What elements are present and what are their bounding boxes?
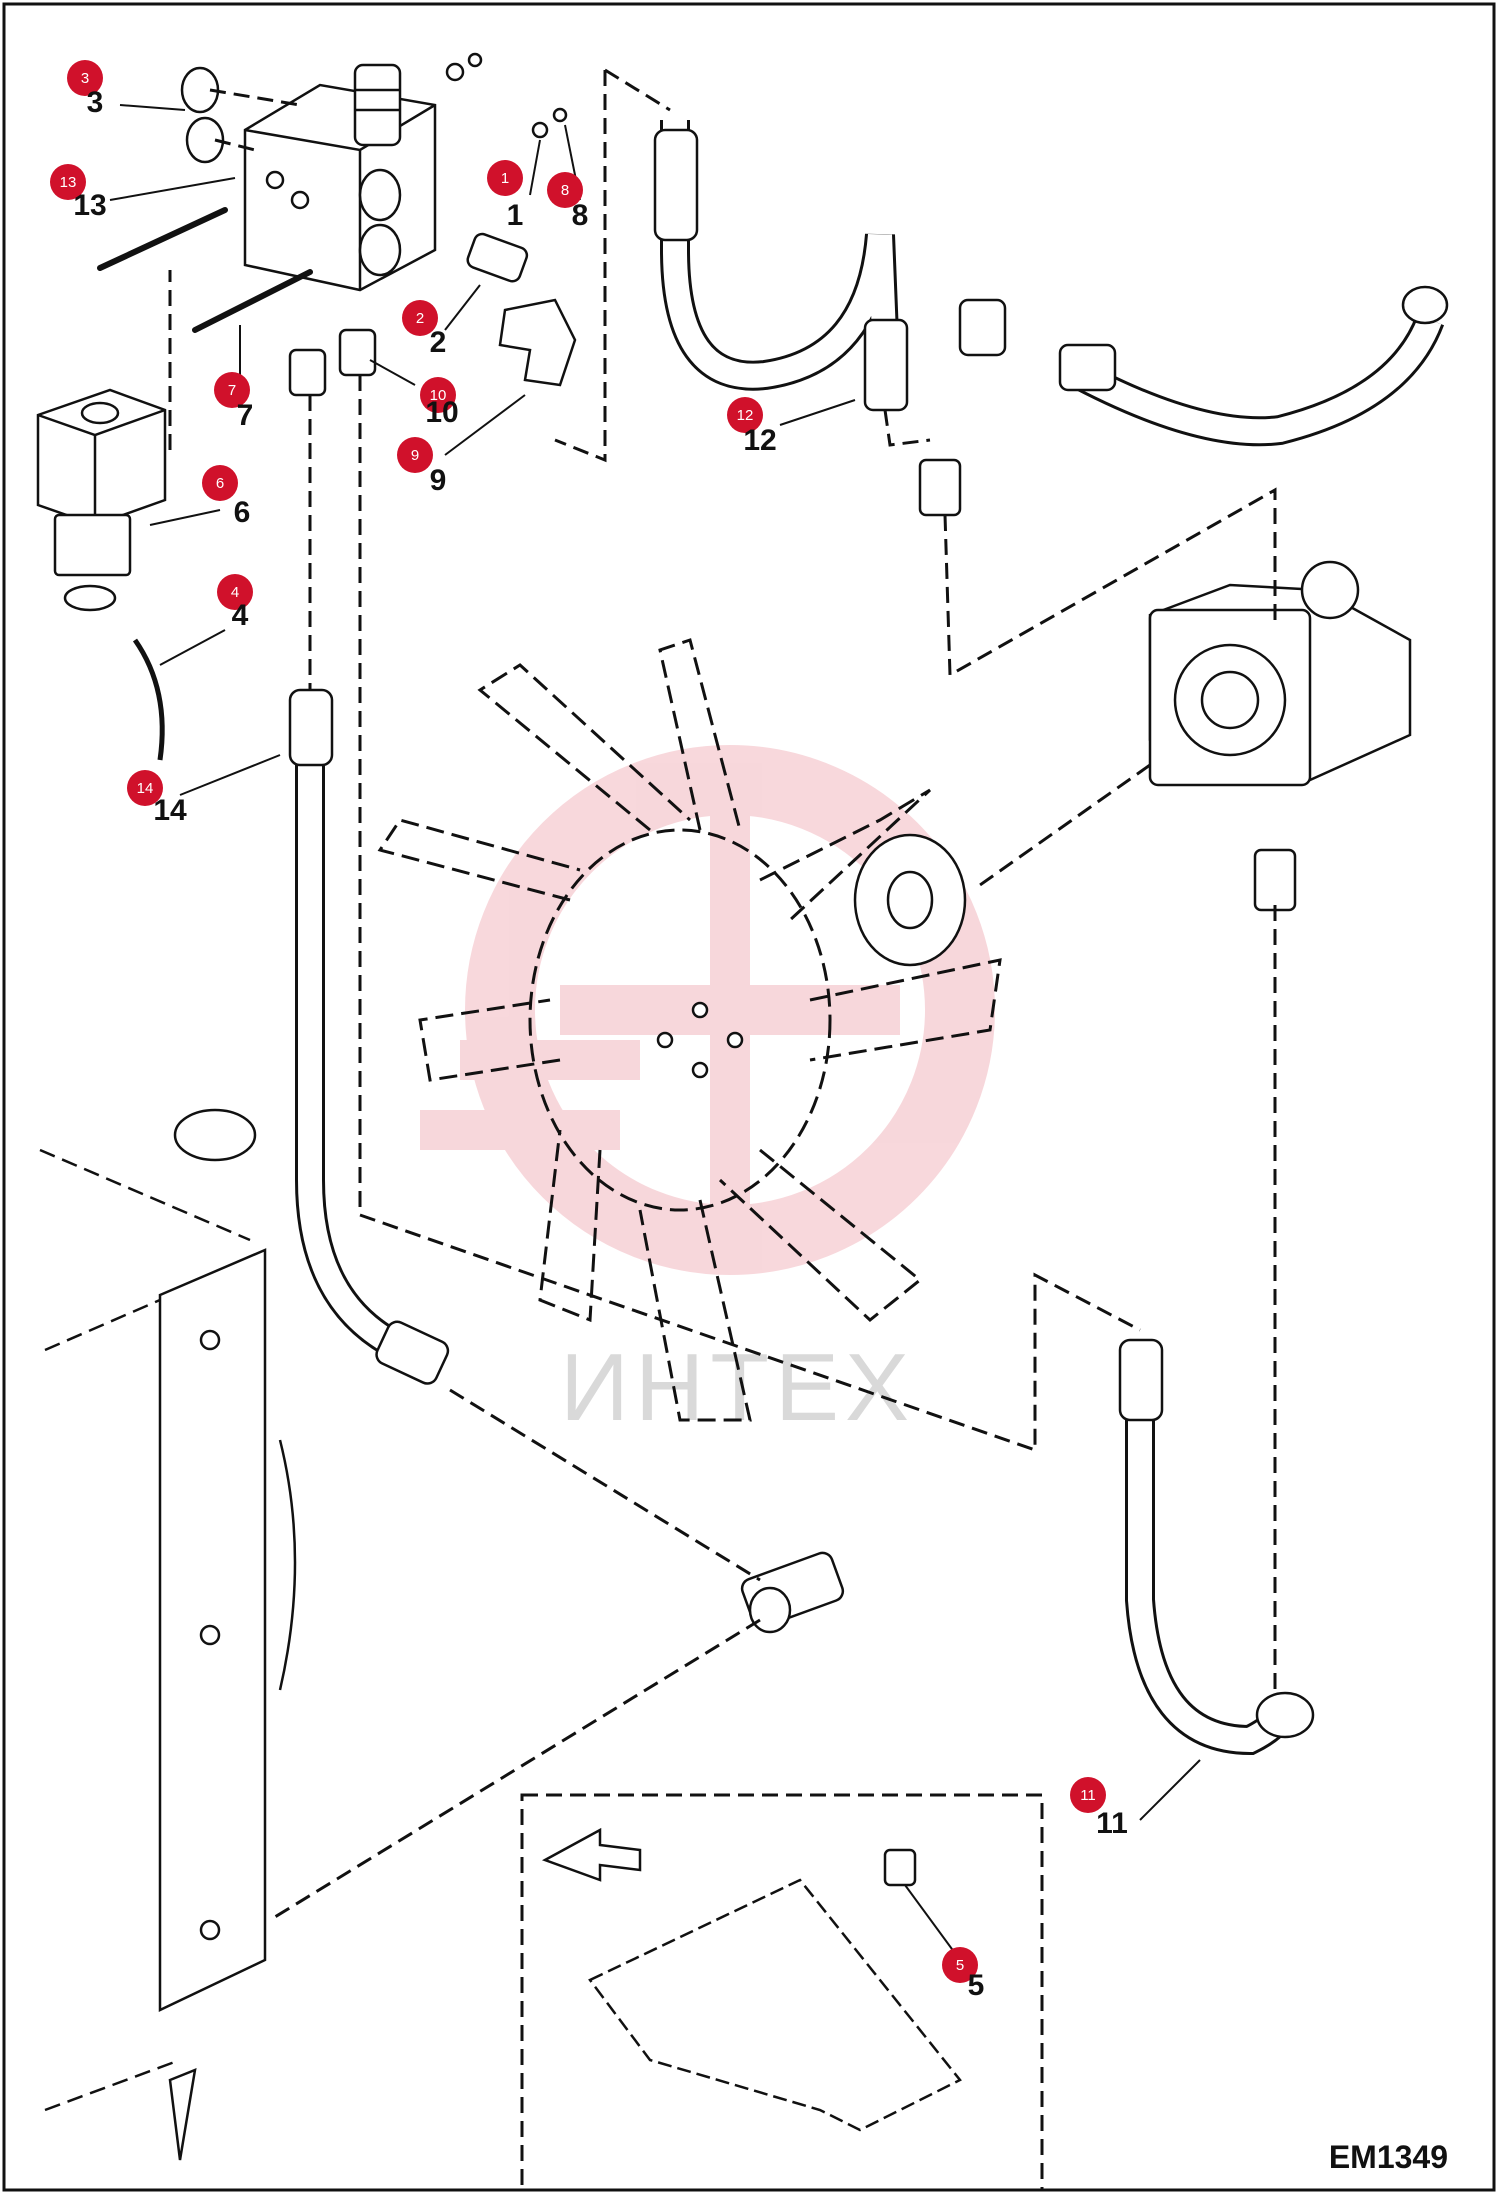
solenoid-part-6 xyxy=(36,388,167,612)
callout-1-badge-text: 1 xyxy=(501,170,509,187)
callout-leaders xyxy=(109,104,1201,1821)
fan-motor xyxy=(1148,560,1412,787)
return-hose xyxy=(958,285,1449,447)
callout-4-badge-text: 4 xyxy=(231,584,239,601)
callout-2: 2 2 xyxy=(402,300,446,359)
callout-11: 11 11 xyxy=(1070,1777,1128,1840)
watermark-logo xyxy=(420,745,995,1275)
callout-5-label: 5 xyxy=(968,1969,985,2002)
hose-part-12 xyxy=(653,120,909,412)
callout-6: 6 6 xyxy=(202,465,250,529)
callout-1-label: 1 xyxy=(507,199,524,232)
elbow-fitting-part-9 xyxy=(498,298,577,387)
tee-fitting xyxy=(740,1551,845,1634)
callout-12-badge-text: 12 xyxy=(737,407,754,424)
callout-14-badge-text: 14 xyxy=(137,780,154,797)
callout-9-badge-text: 9 xyxy=(411,447,419,464)
callout-9: 9 9 xyxy=(397,437,446,497)
callout-13-badge-text: 13 xyxy=(60,174,77,191)
callout-10-badge-text: 10 xyxy=(430,387,447,404)
callout-6-label: 6 xyxy=(234,496,251,529)
inset-view xyxy=(520,1793,1044,2192)
callout-8: 8 8 xyxy=(547,172,588,232)
drawing-code: EM1349 xyxy=(1329,2139,1448,2175)
callout-1: 1 1 xyxy=(487,160,523,232)
small-parts-1-8 xyxy=(445,52,568,139)
callout-12: 12 12 xyxy=(727,397,777,457)
callout-2-badge-text: 2 xyxy=(416,310,424,327)
oil-cooler xyxy=(39,1108,297,2161)
callout-10-label: 10 xyxy=(425,396,458,429)
callout-12-label: 12 xyxy=(743,424,776,457)
callout-4-label: 4 xyxy=(232,599,249,632)
callout-badges: 3 3 13 13 1 1 8 8 2 2 7 7 xyxy=(50,60,1128,2002)
fittings-part-10 xyxy=(288,328,377,397)
callout-7-label: 7 xyxy=(237,399,254,432)
fan-hub xyxy=(853,833,967,967)
callout-3-label: 3 xyxy=(87,86,104,119)
callout-9-label: 9 xyxy=(430,464,447,497)
callout-11-badge-text: 11 xyxy=(1080,1787,1096,1804)
cooling-fan xyxy=(377,638,1002,1422)
assembly-leader-lines xyxy=(168,68,1277,1922)
callout-6-badge-text: 6 xyxy=(216,475,224,492)
callout-8-label: 8 xyxy=(572,199,589,232)
callout-3: 3 3 xyxy=(67,60,103,119)
callout-11-label: 11 xyxy=(1096,1807,1128,1840)
callout-14: 14 14 xyxy=(127,770,187,827)
callout-5-badge-text: 5 xyxy=(956,1957,964,1974)
callout-8-badge-text: 8 xyxy=(561,182,569,199)
fan-center-holes xyxy=(656,1001,744,1079)
callout-14-label: 14 xyxy=(153,794,187,827)
front-arrow-icon xyxy=(541,1827,642,1882)
caps-part-3 xyxy=(180,66,225,164)
wire-part-4 xyxy=(132,638,165,761)
adapter-fitting xyxy=(918,458,962,517)
callout-4: 4 4 xyxy=(217,574,253,632)
callout-7-badge-text: 7 xyxy=(228,382,236,399)
hose-part-11 xyxy=(1118,1338,1315,1756)
watermark-text: ИНТЕХ xyxy=(560,1334,915,1441)
callout-3-badge-text: 3 xyxy=(81,70,89,87)
fitting-part-2 xyxy=(466,232,529,283)
callout-7: 7 7 xyxy=(214,372,253,432)
callout-5: 5 5 xyxy=(942,1947,984,2002)
bolts-part-7 xyxy=(97,207,313,333)
valve-block xyxy=(243,63,437,292)
callout-10: 10 10 xyxy=(420,377,459,429)
hose-part-14 xyxy=(288,688,450,1385)
callout-13: 13 13 xyxy=(50,164,107,222)
motor-fitting xyxy=(1253,848,1297,912)
callout-13-label: 13 xyxy=(73,189,106,222)
callout-2-label: 2 xyxy=(430,326,447,359)
